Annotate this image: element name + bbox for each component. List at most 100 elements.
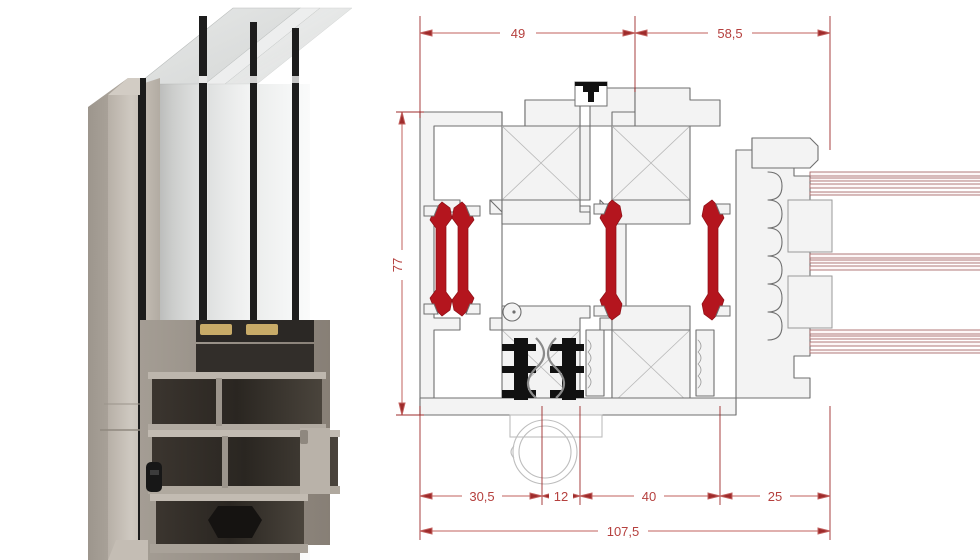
clamp-4 [465, 303, 481, 315]
glass-glint-3 [292, 76, 299, 83]
interlock-lip-right [546, 337, 566, 399]
clamp-2 [465, 205, 481, 217]
chamber-divider-2 [222, 436, 228, 488]
clamp-6 [593, 305, 609, 317]
glass-glint-1 [199, 76, 207, 83]
clamp-3 [423, 303, 439, 315]
dim-left-77-bg [393, 250, 411, 280]
roller-inner [518, 425, 572, 479]
thermal-break-right [701, 199, 725, 321]
dim-overall-107-5: 107,5 [607, 524, 640, 539]
thermal-break-clamps [423, 203, 731, 317]
hatch-x4b [611, 329, 691, 405]
thermal-break-left-a [429, 201, 453, 317]
bulb-gasket [146, 462, 162, 492]
dimension-annotations: 49 58,5 77 [390, 16, 831, 540]
gasket-left-arm-top [502, 344, 536, 351]
gasket-base [196, 344, 314, 372]
interlock-gasket-left [502, 338, 536, 400]
dim-bottom-12-bg [549, 486, 573, 504]
dim-overall-107-5-bg [598, 521, 648, 539]
glazing-unit-1 [809, 171, 980, 196]
gasket-right-arm-bottom [550, 390, 584, 398]
dim-bottom-40: 40 [642, 489, 656, 504]
left-screw-thread [587, 339, 592, 389]
seal-block-right [246, 324, 278, 335]
chamber-row-3 [150, 494, 308, 553]
left-sash-cam-center [512, 310, 516, 314]
roller-bracket [509, 414, 603, 438]
glazing-units [787, 171, 980, 354]
glass-edge-3 [292, 28, 299, 560]
dim-bottom-30-5: 30,5 [469, 489, 494, 504]
dim-top-58-5-bg [708, 23, 752, 41]
center-sash-upper-flange [611, 199, 691, 225]
left-sash-lower-flange [501, 305, 591, 331]
roller-assembly [509, 414, 603, 485]
sill-skirt [108, 540, 148, 560]
thermal-break-center-a [599, 199, 623, 321]
center-sash-lower-flange [611, 305, 691, 331]
dim-bottom-12: 12 [554, 489, 568, 504]
glass-glint-2 [250, 76, 257, 83]
gasket-left-arm-mid [502, 366, 536, 373]
chamber-web-2-bottom [148, 486, 340, 494]
profile-3d-render [0, 0, 390, 560]
clamp-7 [715, 203, 731, 215]
dim-bottom-40-bg [634, 486, 664, 504]
dim-bottom-30-5-bg [462, 486, 502, 504]
glazing-spacer-2 [787, 275, 833, 329]
chamber-cavity-1 [152, 378, 322, 426]
glazing-unit-3 [809, 329, 980, 354]
cross-section-drawing: 49 58,5 77 [390, 0, 980, 560]
seal-block-left [200, 324, 232, 335]
gasket-right-arm-mid [550, 366, 584, 373]
clamp-8 [715, 305, 731, 317]
hatch-x3b [611, 125, 691, 201]
render-canvas [88, 7, 353, 560]
dim-top-lines [419, 29, 831, 37]
chamber-web-3-bottom [150, 544, 308, 553]
frame-black-gasket-outer [138, 78, 146, 560]
gasket-group [502, 81, 608, 400]
clamp-1 [423, 205, 439, 217]
glazing-unit-2 [809, 253, 980, 271]
hatch-x1b [501, 125, 581, 201]
dim-top-49-bg [500, 23, 536, 41]
frame-top-chamfer [108, 78, 140, 95]
chamber-hex-void [208, 506, 262, 538]
chamber-web-2-top [148, 430, 340, 437]
thermal-break-left-b [451, 201, 475, 317]
gasket-left-arm-bottom [502, 390, 536, 398]
dim-bottom-25: 25 [768, 489, 782, 504]
drawing-canvas: 49 58,5 77 [390, 16, 980, 540]
sill-step-groove [300, 430, 308, 444]
clamp-5 [593, 203, 609, 215]
glazing-spacer-1 [787, 199, 833, 253]
profile-geometry [419, 87, 819, 416]
dim-top-49: 49 [511, 26, 525, 41]
center-sash-top-plate [634, 87, 721, 127]
chamber-divider-1 [216, 378, 222, 426]
left-sash-cam-circle [502, 302, 522, 322]
left-sash-web [489, 199, 503, 331]
interlock-lip-left [526, 337, 546, 399]
gasket-right-arm-top [550, 344, 584, 351]
left-sash-upper-flange [501, 199, 591, 225]
center-screw-thread [697, 339, 702, 389]
left-sash-riser [524, 99, 581, 127]
interlock-gasket-right [550, 338, 584, 400]
profile-cutaway [108, 320, 340, 560]
bulb-gasket-hole [150, 470, 159, 475]
dim-bottom-25-bg [760, 486, 790, 504]
right-bead-waves [767, 171, 783, 341]
glass-edge-1 [199, 16, 207, 560]
glass-edge-2 [250, 22, 257, 560]
brush-seal-fin [583, 86, 599, 102]
dim-left-77: 77 [390, 258, 405, 272]
chamber-row-1 [148, 372, 326, 431]
chamber-web-1-bottom [148, 424, 326, 431]
brush-seal-cap [575, 82, 607, 86]
roller-axle-detail [510, 445, 515, 459]
